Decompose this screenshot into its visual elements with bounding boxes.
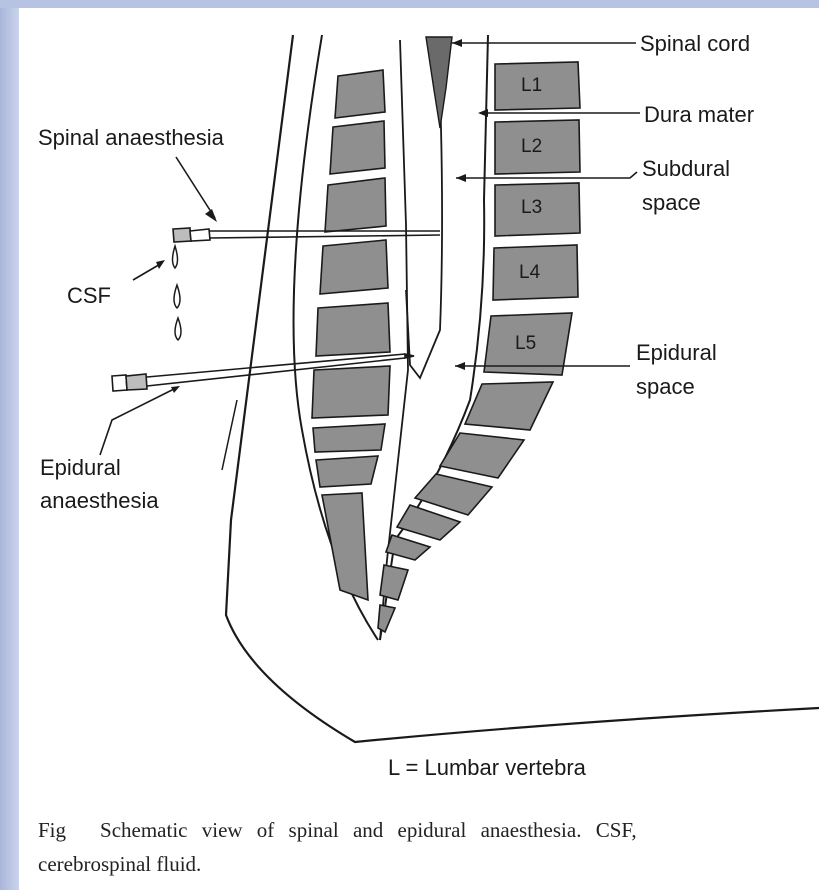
vertebra-label-l5: L5 (515, 333, 536, 355)
figure-caption-line1: Fig Schematic view of spinal and epidural… (38, 818, 819, 843)
csf-drops (173, 246, 182, 340)
label-epidural-space-line2: space (636, 373, 695, 400)
label-subdural-space-line2: space (642, 189, 701, 216)
figure-caption-text: Schematic view of spinal and epidural an… (100, 818, 637, 842)
figure-tag: Fig (38, 818, 66, 842)
figure-caption-line2: cerebrospinal fluid. (38, 852, 201, 877)
skin-line (222, 400, 237, 470)
legend-lumbar-vertebra: L = Lumbar vertebra (388, 754, 586, 781)
label-subdural-space-line1: Subdural (642, 155, 730, 182)
vertebra-label-l1: L1 (521, 75, 542, 97)
vertebra-label-l3: L3 (521, 197, 542, 219)
label-epidural-space-line1: Epidural (636, 339, 717, 366)
label-spinal-anaesthesia: Spinal anaesthesia (38, 124, 224, 151)
label-epidural-anaesthesia-line1: Epidural (40, 454, 121, 481)
label-csf: CSF (67, 282, 111, 309)
spinal-needle (173, 228, 440, 242)
label-epidural-anaesthesia-line2: anaesthesia (40, 487, 159, 514)
vertebra-label-l2: L2 (521, 136, 542, 158)
vertebra-label-l4: L4 (519, 262, 540, 284)
label-spinal-cord: Spinal cord (640, 30, 750, 57)
label-dura-mater: Dura mater (644, 101, 754, 128)
spinal-cord (426, 37, 452, 128)
